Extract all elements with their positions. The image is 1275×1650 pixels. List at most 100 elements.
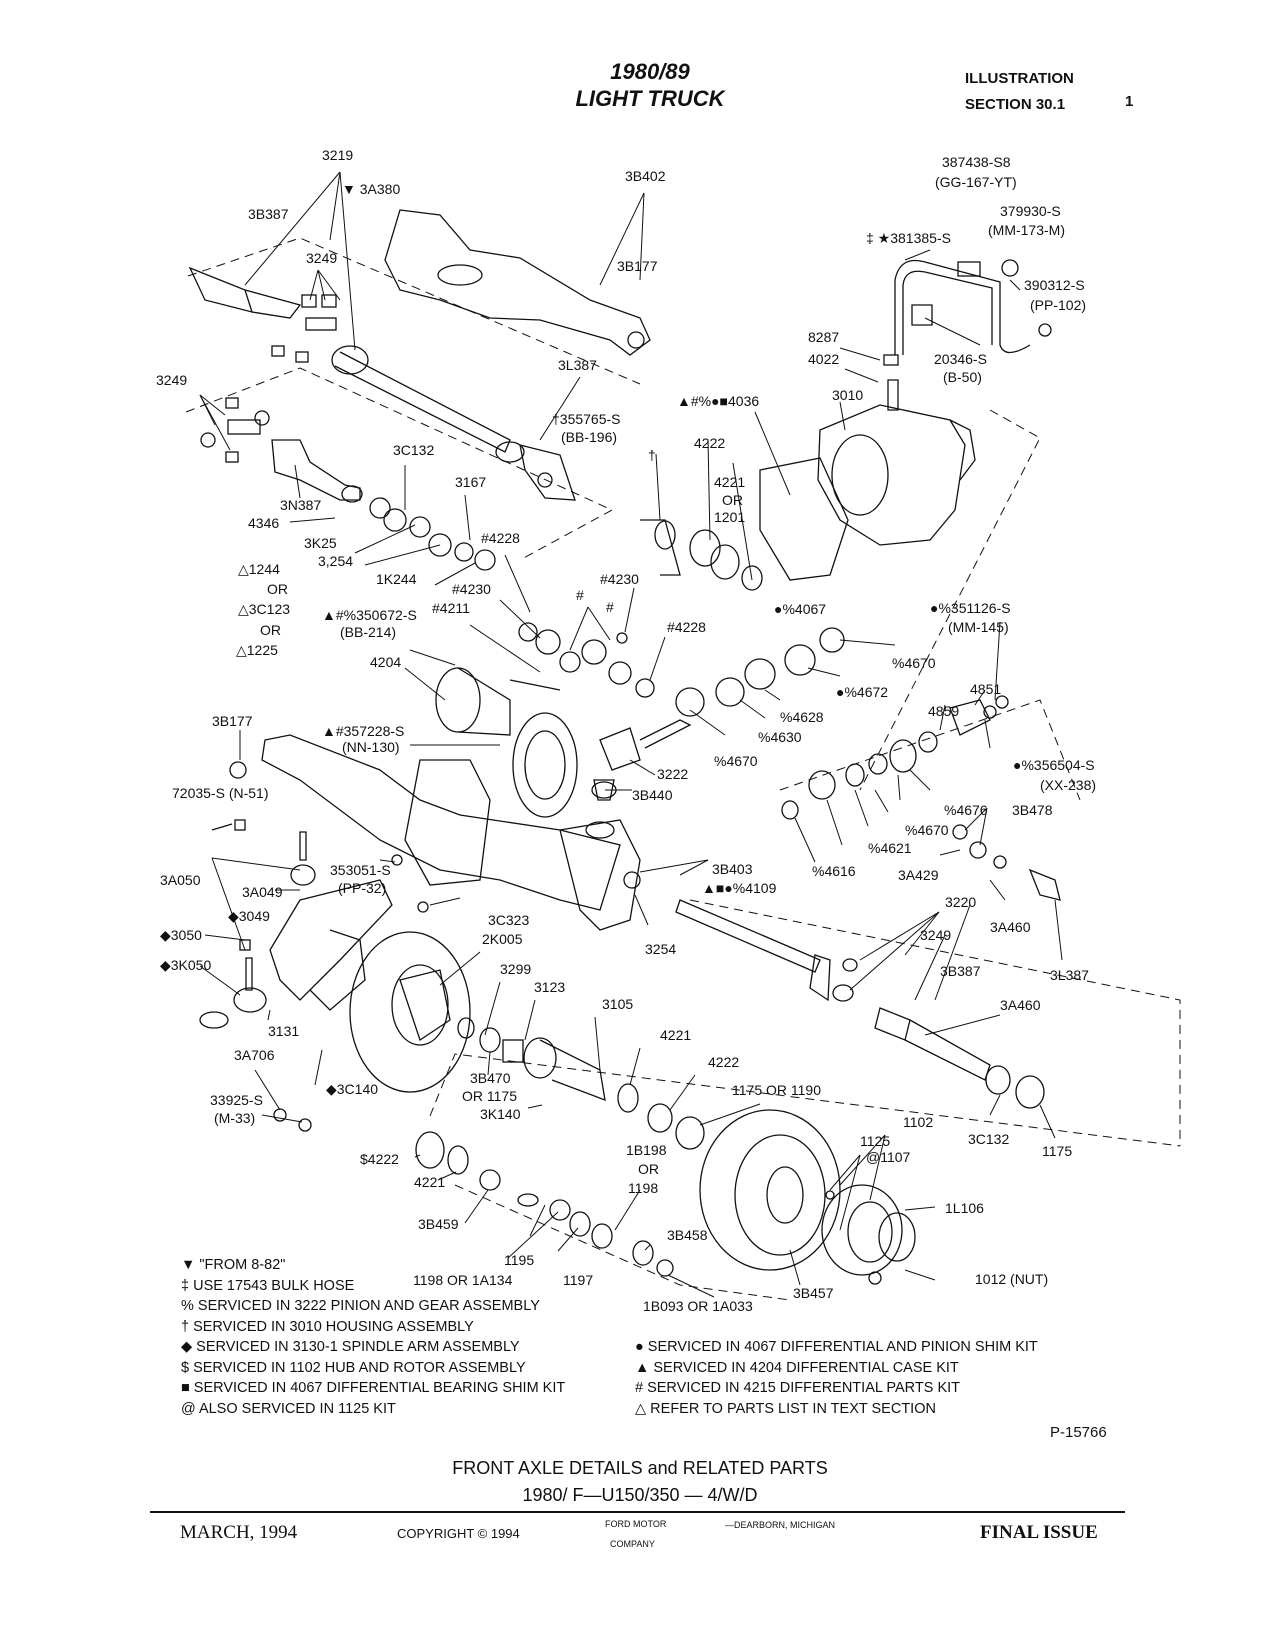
label-3c132-top: 3C132 (393, 442, 434, 458)
label-4851: 4851 (970, 681, 1001, 697)
label-3105: 3105 (602, 996, 633, 1012)
legend-left: ▼ "FROM 8-82" ‡ USE 17543 BULK HOSE % SE… (181, 1255, 565, 1419)
label-8287: 8287 (808, 329, 839, 345)
label-3k25: 3K25 (304, 535, 337, 551)
label-1012: 1012 (NUT) (975, 1271, 1048, 1287)
label-3249-left: 3249 (156, 372, 187, 388)
label-3a460-b: 3A460 (990, 919, 1031, 935)
label-4036: ▲#%●■4036 (677, 393, 759, 409)
frame-hub-group (429, 1053, 1181, 1147)
label-3b403: 3B403 (712, 861, 753, 877)
legend-item: ◆ SERVICED IN 3130-1 SPINDLE ARM ASSEMBL… (181, 1339, 520, 1355)
label-4628: %4628 (780, 709, 824, 725)
pinion-bearings (640, 519, 1061, 901)
legend-item: △ REFER TO PARTS LIST IN TEXT SECTION (635, 1400, 936, 1417)
label-390312: 390312-S (1024, 277, 1085, 293)
footer-company-line-1: FORD MOTOR (605, 1519, 667, 1529)
label-72035: 72035-S (N-51) (172, 785, 269, 801)
pinion-gear (599, 727, 641, 771)
label-or-4: OR (638, 1161, 659, 1177)
label-1198: 1198 (628, 1180, 658, 1196)
label-3b457: 3B457 (793, 1285, 834, 1301)
drawing-linework (185, 209, 1181, 1301)
label-1b093: 1B093 OR 1A033 (643, 1298, 753, 1314)
label-33925-code: (M-33) (214, 1110, 255, 1126)
footer-company-line-2: COMPANY (610, 1539, 655, 1549)
label-3299: 3299 (500, 961, 531, 977)
label-3n387: 3N387 (280, 497, 321, 513)
label-1175-1190: 1175 OR 1190 (732, 1082, 821, 1098)
label-3c123: △3C123 (238, 601, 290, 617)
frame-housing (859, 409, 1041, 791)
footer-divider (150, 1511, 1125, 1513)
legend-item: ▲ SERVICED IN 4204 DIFFERENTIAL CASE KIT (635, 1359, 959, 1376)
label-387438: 387438-S8 (942, 154, 1011, 170)
label-1102: 1102 (903, 1114, 933, 1130)
label-3b458: 3B458 (667, 1227, 708, 1243)
label-3a380: ▼ 3A380 (342, 181, 400, 197)
label-3254-a: 3,254 (318, 553, 353, 569)
label-381385: ‡ ★381385-S (866, 230, 951, 246)
label-353051-code: (PP-32) (338, 880, 386, 896)
label-20346-code: (B-50) (943, 369, 982, 385)
title-line-1: 1980/89 (610, 59, 690, 84)
label-3a429: 3A429 (898, 867, 939, 883)
label-3b470-or: OR 1175 (462, 1088, 517, 1104)
label-1107: @1107 (866, 1149, 911, 1165)
label-3050: ◆3050 (160, 927, 202, 943)
vent-hose-assembly (883, 259, 1052, 411)
label-3b387-top: 3B387 (248, 206, 289, 222)
frame-right-shaft (689, 899, 1181, 1146)
footer-status: FINAL ISSUE (980, 1522, 1098, 1543)
legend-item: @ ALSO SERVICED IN 1125 KIT (181, 1400, 396, 1417)
label-dagger-mid: † (648, 447, 656, 463)
legend-item: ▼ "FROM 8-82" (181, 1257, 286, 1273)
label-1201: 1201 (714, 509, 745, 525)
axle-beam (211, 734, 641, 931)
legend-item: ● SERVICED IN 4067 DIFFERENTIAL AND PINI… (635, 1339, 1038, 1355)
housing-gasket (759, 457, 849, 581)
caption-line-1: FRONT AXLE DETAILS and RELATED PARTS (452, 1458, 828, 1478)
label-3222: 3222 (657, 766, 688, 782)
label-1244: △1244 (238, 561, 280, 577)
illustration-label: ILLUSTRATION (965, 70, 1074, 87)
ring-gear (512, 712, 578, 818)
label-3b177-top: 3B177 (617, 258, 658, 274)
label-hash-1: # (576, 587, 584, 603)
label-357228: ▲#357228-S (322, 723, 404, 739)
label-3123: 3123 (534, 979, 565, 995)
label-3220: 3220 (945, 894, 976, 910)
leader-lines (199, 171, 1063, 1298)
label-3b387-right: 3B387 (940, 963, 981, 979)
label-351126-code: (MM-145) (948, 619, 1009, 635)
label-3010: 3010 (832, 387, 863, 403)
legend-item: % SERVICED IN 3222 PINION AND GEAR ASSEM… (181, 1298, 540, 1314)
label-4222-s: $4222 (360, 1151, 399, 1167)
frame-inner-shaft (185, 367, 614, 561)
hub-rotor (699, 1109, 916, 1285)
label-4221-c: 4221 (414, 1174, 445, 1190)
label-3249-top: 3249 (306, 250, 337, 266)
label-3254-b: 3254 (645, 941, 676, 957)
label-or-1: OR (267, 581, 288, 597)
frame-pinion (779, 699, 1081, 801)
label-4621: %4621 (868, 840, 912, 856)
label-1125: 1125 (860, 1133, 890, 1149)
label-4221: 4221 (714, 474, 745, 490)
label-4228-top: #4228 (481, 530, 520, 546)
label-or-2: OR (260, 622, 281, 638)
label-3l387-top: 3L387 (558, 357, 597, 373)
label-33925: 33925-S (210, 1092, 263, 1108)
label-350672-code: (BB-214) (340, 624, 396, 640)
label-355765-code: (BB-196) (561, 429, 617, 445)
label-4859: 4859 (928, 703, 959, 719)
label-3c323: 3C323 (488, 912, 529, 928)
label-3l387-right: 3L387 (1050, 967, 1089, 983)
label-4230-left: #4230 (452, 581, 491, 597)
label-3131: 3131 (268, 1023, 299, 1039)
label-1k244: 1K244 (376, 571, 417, 587)
label-356504-code: (XX-238) (1040, 777, 1096, 793)
brake-dust-shield (349, 931, 471, 1093)
label-3249-right: 3249 (920, 927, 951, 943)
label-4222-b: 4222 (708, 1054, 739, 1070)
